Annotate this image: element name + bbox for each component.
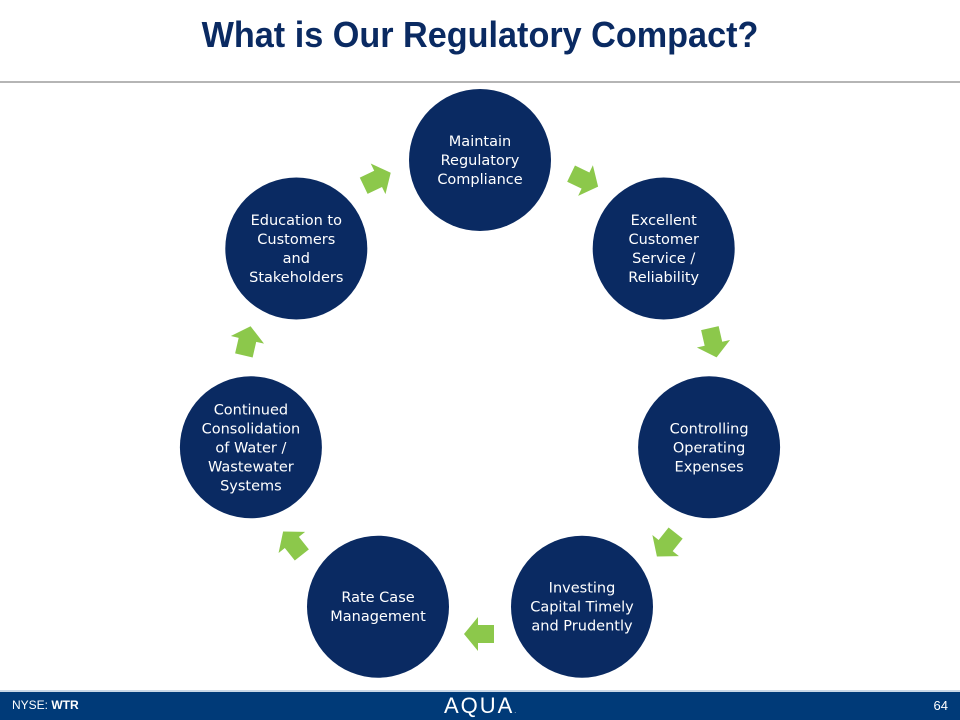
arrow-shape (696, 326, 731, 358)
flow-arrow-icon (696, 326, 731, 358)
arrow-shape (567, 165, 599, 196)
logo-mark: . (514, 709, 517, 715)
node-circle (179, 376, 322, 519)
flow-arrow-icon (230, 326, 265, 358)
flow-arrow-icon (278, 531, 309, 561)
node-label-line: Stakeholders (249, 270, 343, 286)
flow-arrow-icon (652, 527, 683, 557)
node-circle (225, 177, 368, 320)
node-label-line: and (283, 251, 310, 267)
ticker-label: NYSE: WTR (12, 698, 79, 712)
arrow-shape (359, 163, 391, 195)
node-label-line: Rate Case (341, 590, 414, 606)
logo-text: AQUA (443, 693, 515, 718)
node-label-line: Regulatory (441, 153, 520, 169)
flow-arrow-icon (567, 165, 599, 196)
node-label-line: Investing (549, 581, 616, 597)
aqua-logo: AQUA. (0, 693, 960, 719)
flow-arrow-icon (359, 163, 391, 195)
slide-title: What is Our Regulatory Compact? (201, 14, 759, 55)
node-circle (409, 89, 551, 231)
flow-arrow-icon (464, 617, 494, 651)
node-label-line: Continued (214, 402, 288, 418)
title-divider (0, 81, 960, 83)
node-label-line: Operating (673, 440, 746, 456)
node-circle (307, 535, 449, 678)
node-label-line: Compliance (437, 172, 522, 188)
node-label-line: Capital Timely (530, 600, 634, 616)
page-number: 64 (933, 698, 948, 713)
ticker-symbol: WTR (51, 698, 79, 712)
node-label-line: Service / (632, 251, 695, 267)
node-label-line: Wastewater (208, 459, 294, 475)
node-label-line: Systems (220, 478, 282, 494)
node-label-line: Management (330, 609, 426, 625)
node-label-line: Expenses (675, 459, 744, 475)
arrow-shape (278, 531, 309, 561)
node-label-line: Customers (257, 232, 335, 248)
node-circle (511, 535, 653, 678)
node-label-line: Reliability (628, 270, 699, 286)
node-label-line: Education to (251, 213, 342, 229)
node-label-line: Excellent (631, 213, 698, 229)
footer-bar: NYSE: WTR AQUA. 64 (0, 690, 960, 720)
arrow-shape (230, 326, 265, 358)
arrow-shape (652, 527, 683, 557)
node-circle (638, 376, 781, 519)
node-label-line: Maintain (449, 134, 511, 150)
node-label-line: Consolidation (202, 421, 301, 437)
node-circle (592, 177, 735, 320)
node-label-line: of Water / (215, 440, 286, 456)
exchange-label: NYSE: (12, 698, 49, 712)
node-label-line: and Prudently (531, 619, 633, 635)
node-label-line: Customer (628, 232, 698, 248)
arrow-shape (464, 617, 494, 651)
node-label-line: Controlling (670, 421, 749, 437)
